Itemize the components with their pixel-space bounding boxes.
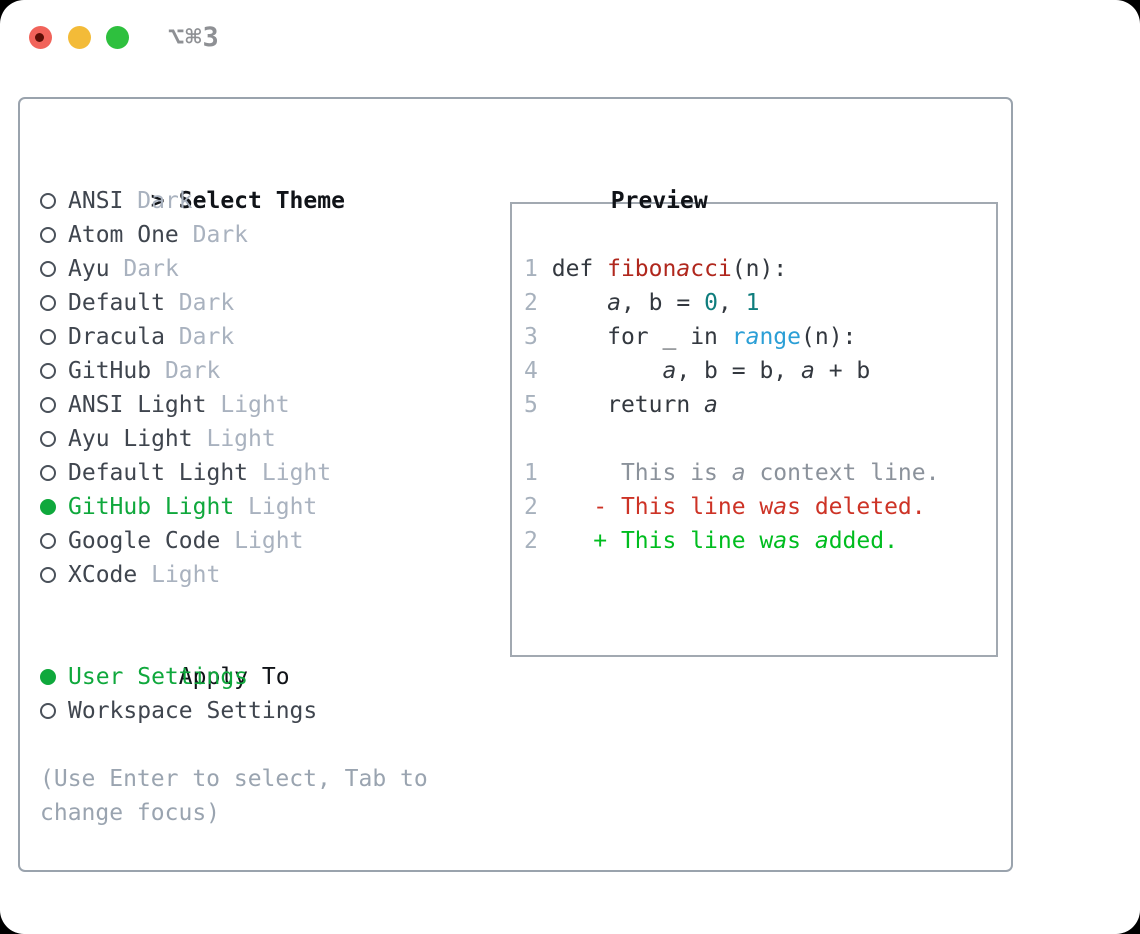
preview-line: 2 a, b = 0, 1 [524,290,760,316]
theme-name: Ayu [68,256,110,282]
theme-option-github[interactable]: GitHub Dark [40,354,490,388]
theme-option-default-light[interactable]: Default Light Light [40,456,490,490]
theme-option-ayu[interactable]: Ayu Dark [40,252,490,286]
theme-variant-badge: Light [220,392,290,418]
theme-variant-badge: Dark [178,290,235,316]
apply-option-user-settings[interactable]: User Settings [40,660,490,694]
radio-icon [40,456,68,490]
select-theme-header: > Select Theme [40,150,490,214]
preview-line: 4 a, b = b, a + b [524,358,871,384]
window-title: ⌥⌘3 [168,22,220,53]
line-number: 5 [524,392,538,418]
preview-line: 2 + This line was added. [524,528,898,554]
theme-name: Ayu Light [68,426,193,452]
theme-option-default[interactable]: Default Dark [40,286,490,320]
spacer [40,592,490,626]
theme-name: GitHub [68,358,152,384]
radio-icon [40,388,68,422]
zoom-button[interactable] [106,26,129,49]
theme-variant-badge: Dark [123,256,179,282]
radio-icon [40,252,68,286]
theme-variant-badge: Light [248,494,318,520]
theme-variant-badge: Dark [164,358,221,384]
radio-icon [40,320,68,354]
preview-line: 1 This is a context line. [524,460,940,486]
line-number: 2 [524,494,538,520]
line-number: 2 [524,528,538,554]
radio-icon [40,694,68,728]
theme-option-google-code[interactable]: Google Code Light [40,524,490,558]
theme-name: XCode [68,562,138,588]
line-number: 3 [524,324,538,350]
select-theme-title: Select Theme [178,188,345,214]
line-number: 2 [524,290,538,316]
theme-variant-badge: Light [151,562,221,588]
theme-variant-badge: Light [234,528,304,554]
theme-name: Dracula [68,324,165,350]
theme-option-atom-one[interactable]: Atom One Dark [40,218,490,252]
theme-option-ansi[interactable]: ANSI Dark [40,184,490,218]
theme-name: Atom One [68,222,179,248]
radio-icon [40,354,68,388]
radio-selected-icon [40,490,68,524]
close-dot-icon [35,33,44,42]
theme-variant-badge: Dark [137,188,193,214]
preview-line: 3 for _ in range(n): [524,324,857,350]
radio-icon [40,286,68,320]
close-button[interactable] [29,26,52,49]
theme-option-github-light[interactable]: GitHub Light Light [40,490,490,524]
theme-variant-badge: Dark [192,222,249,248]
radio-icon [40,524,68,558]
theme-name: Default [68,290,165,316]
radio-icon [40,218,68,252]
preview-box: 1 def fibonacci(n): 2 a, b = 0, 1 3 for _ … [510,202,998,657]
line-number: 1 [524,256,538,282]
theme-option-xcode[interactable]: XCode Light [40,558,490,592]
prompt-icon: > [150,188,165,214]
minimize-button[interactable] [68,26,91,49]
theme-variant-badge: Dark [178,324,235,350]
radio-icon [40,184,68,218]
theme-name: Google Code [68,528,221,554]
apply-option-label: User Settings [68,664,249,690]
theme-name: GitHub Light [68,494,235,520]
apply-to-header: Apply To [40,626,490,690]
keyboard-hint: (Use Enter to select, Tab to change focu… [40,766,428,826]
preview-title: Preview [610,188,708,214]
theme-option-ayu-light[interactable]: Ayu Light Light [40,422,490,456]
radio-icon [40,558,68,592]
preview-line: 2 - This line was deleted. [524,494,926,520]
radio-selected-icon [40,660,68,694]
theme-name: Default Light [68,460,249,486]
theme-variant-badge: Light [206,426,276,452]
line-number: 4 [524,358,538,384]
theme-option-ansi-light[interactable]: ANSI Light Light [40,388,490,422]
radio-icon [40,422,68,456]
theme-name: ANSI Light [68,392,207,418]
line-number: 1 [524,460,538,486]
preview-column: Preview 1 def fibonacci(n): 2 a, b = 0, 1… [500,150,1000,657]
apply-option-workspace-settings[interactable]: Workspace Settings [40,694,490,728]
apply-to-title: Apply To [178,664,290,690]
theme-option-dracula[interactable]: Dracula Dark [40,320,490,354]
preview-line: 5 return a [524,392,718,418]
preview-header: Preview [500,150,1000,214]
apply-option-label: Workspace Settings [68,698,318,724]
preview-line: 1 def fibonacci(n): [524,256,788,282]
theme-variant-badge: Light [261,460,332,486]
theme-name: ANSI [68,188,124,214]
preview-line [524,422,996,456]
titlebar: ⌥⌘3 [0,0,1140,75]
